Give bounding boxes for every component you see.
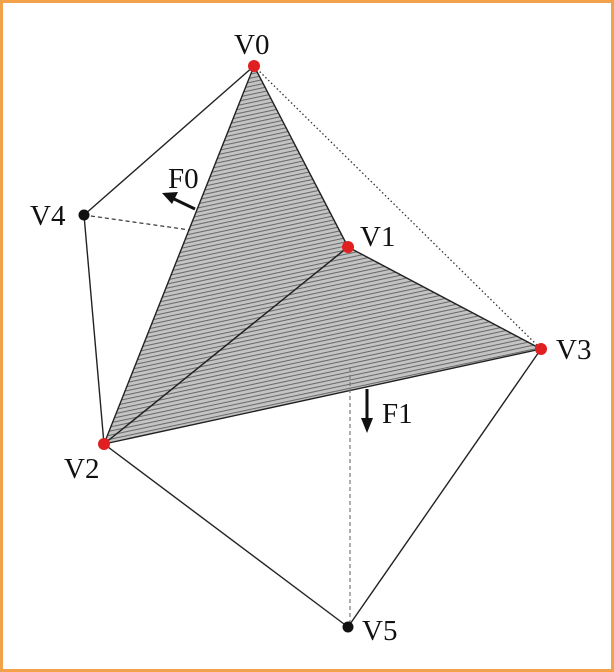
normal-arrow-f0 (162, 192, 196, 211)
vertex-v4-label: V4 (30, 200, 66, 232)
edge-v4-f0-dashed (83, 214, 191, 231)
vertex-v4-dot (78, 209, 90, 221)
vertex-v2-label: V2 (64, 453, 99, 485)
vertex-v3-label: V3 (556, 334, 591, 366)
edge-v2-v5 (103, 443, 349, 628)
face-f0-label: F0 (168, 163, 199, 195)
face-f1-label: F1 (382, 398, 413, 430)
vertex-v0-label: V0 (234, 29, 269, 61)
vertex-v3-dot (535, 343, 547, 355)
vertex-v5-label: V5 (362, 615, 397, 647)
edge-v4-v2 (83, 214, 105, 445)
normal-arrow-f1 (361, 389, 373, 433)
vertex-v1-label: V1 (360, 221, 395, 253)
vertex-v1-dot (342, 241, 354, 253)
vertex-v5-dot (342, 621, 354, 633)
edge-v5-v3 (347, 348, 542, 628)
vertex-v0-dot (248, 60, 260, 72)
face-f1-region (103, 246, 544, 445)
edge-v0-v4 (83, 65, 255, 216)
vertex-v2-dot (98, 438, 110, 450)
